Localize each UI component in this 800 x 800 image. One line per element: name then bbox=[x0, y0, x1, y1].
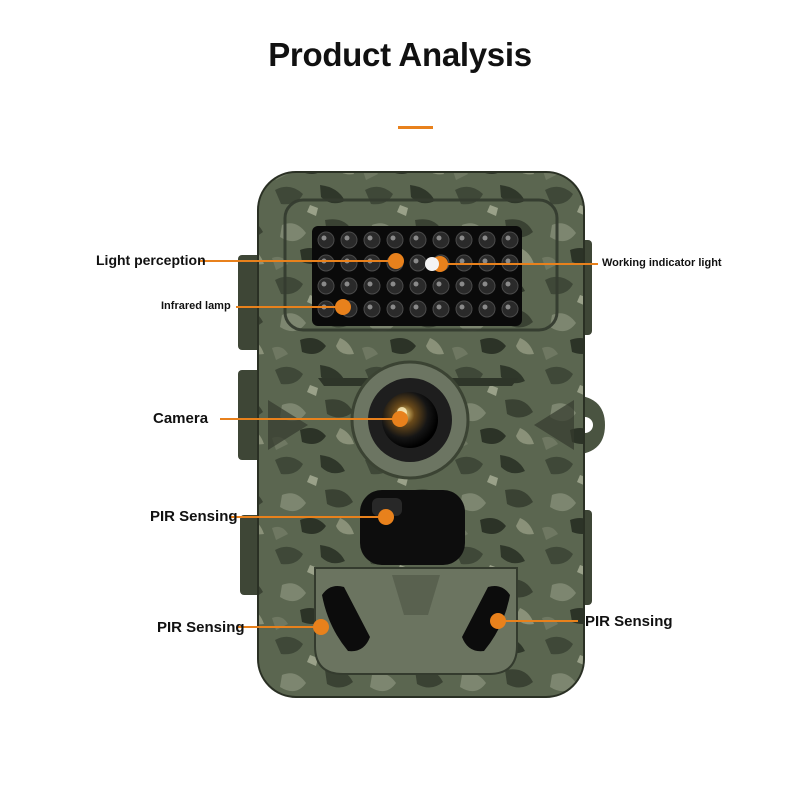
dot-pir-left bbox=[313, 619, 329, 635]
pir-divider bbox=[392, 575, 440, 615]
ir-led-shine bbox=[344, 235, 350, 241]
ir-led-shine bbox=[344, 281, 350, 287]
label-infrared-lamp: Infrared lamp bbox=[161, 300, 231, 312]
ir-led bbox=[455, 231, 473, 249]
camera-lens bbox=[382, 392, 438, 448]
ir-led bbox=[363, 254, 381, 272]
ir-led bbox=[409, 254, 427, 272]
ir-led-shine bbox=[505, 235, 511, 241]
ir-led-shine bbox=[413, 235, 419, 241]
ir-led bbox=[409, 231, 427, 249]
ir-led-shine bbox=[459, 258, 465, 264]
ir-led-shine bbox=[482, 304, 488, 310]
ir-led-shine bbox=[436, 304, 442, 310]
ir-led-shine bbox=[321, 281, 327, 287]
ir-led bbox=[455, 277, 473, 295]
ir-led bbox=[340, 254, 358, 272]
ir-led bbox=[409, 277, 427, 295]
left-groove bbox=[268, 400, 308, 450]
ir-led-shine bbox=[482, 281, 488, 287]
ir-led bbox=[317, 231, 335, 249]
ir-led-shine bbox=[390, 304, 396, 310]
ir-led bbox=[501, 277, 519, 295]
ir-led-shine bbox=[367, 235, 373, 241]
label-pir-sensing-right: PIR Sensing bbox=[585, 613, 673, 630]
ir-led-shine bbox=[505, 281, 511, 287]
ir-led bbox=[340, 231, 358, 249]
ir-led-shine bbox=[321, 235, 327, 241]
ir-led bbox=[478, 277, 496, 295]
ir-led-shine bbox=[413, 304, 419, 310]
label-camera: Camera bbox=[153, 410, 209, 427]
page-title: Product Analysis bbox=[268, 36, 532, 73]
label-pir-sensing-center: PIR Sensing bbox=[150, 508, 238, 525]
ir-led-shine bbox=[459, 235, 465, 241]
ir-led-shine bbox=[436, 281, 442, 287]
center-pir-reflection bbox=[372, 498, 402, 516]
ir-led-shine bbox=[459, 281, 465, 287]
dot-infrared-lamp bbox=[335, 299, 351, 315]
dot-pir-right bbox=[490, 613, 506, 629]
ir-led bbox=[363, 277, 381, 295]
ir-led-shine bbox=[413, 281, 419, 287]
right-groove bbox=[534, 400, 574, 450]
dot-light-perception bbox=[388, 253, 404, 269]
ir-led-shine bbox=[505, 258, 511, 264]
ir-led bbox=[501, 300, 519, 318]
ir-led-shine bbox=[367, 281, 373, 287]
ir-led bbox=[386, 300, 404, 318]
ir-led bbox=[386, 277, 404, 295]
ir-led-shine bbox=[482, 258, 488, 264]
ir-led bbox=[455, 300, 473, 318]
ir-led bbox=[432, 231, 450, 249]
ir-led-shine bbox=[390, 281, 396, 287]
ir-led-shine bbox=[482, 235, 488, 241]
dot-pir-center bbox=[378, 509, 394, 525]
ir-led-shine bbox=[505, 304, 511, 310]
label-working-indicator: Working indicator light bbox=[602, 257, 722, 269]
ir-led bbox=[432, 300, 450, 318]
ir-led bbox=[386, 231, 404, 249]
ir-led bbox=[501, 231, 519, 249]
title-underline bbox=[398, 126, 433, 129]
ir-led-shine bbox=[436, 235, 442, 241]
ir-led-shine bbox=[390, 235, 396, 241]
ir-led-shine bbox=[367, 304, 373, 310]
label-light-perception: Light perception bbox=[96, 252, 206, 268]
ir-led bbox=[317, 254, 335, 272]
ir-led bbox=[432, 277, 450, 295]
ir-led bbox=[317, 277, 335, 295]
indicator-light bbox=[425, 257, 439, 271]
ir-led bbox=[317, 300, 335, 318]
ir-led-window bbox=[312, 226, 522, 326]
right-pir-window bbox=[462, 586, 510, 652]
ir-led bbox=[363, 231, 381, 249]
ir-led-shine bbox=[459, 304, 465, 310]
ir-led bbox=[363, 300, 381, 318]
dot-camera bbox=[392, 411, 408, 427]
label-pir-sensing-left: PIR Sensing bbox=[157, 619, 245, 636]
ir-led-shine bbox=[413, 258, 419, 264]
lower-pir-housing bbox=[314, 567, 518, 675]
ir-led bbox=[409, 300, 427, 318]
left-pir-window bbox=[322, 586, 370, 652]
ir-led bbox=[478, 300, 496, 318]
ir-led bbox=[478, 231, 496, 249]
ir-led bbox=[340, 277, 358, 295]
